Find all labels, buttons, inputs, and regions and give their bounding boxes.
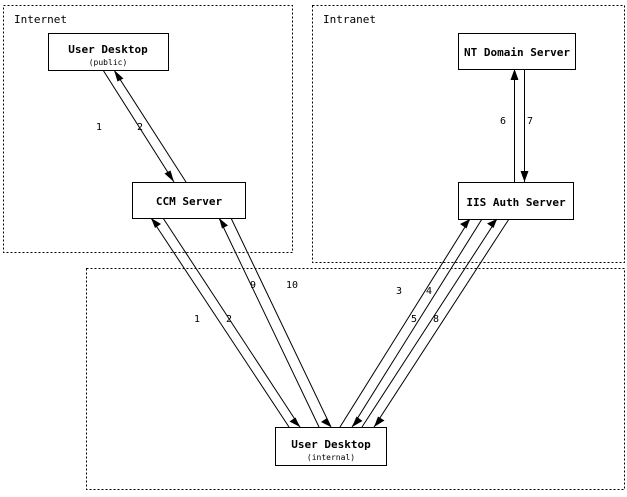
node-ccm-server[interactable]: CCM Server: [132, 182, 246, 219]
step-label-1-public: 1: [96, 122, 102, 133]
flow-line-10: [230, 217, 332, 428]
step-label-4: 4: [426, 286, 432, 297]
flow-arrow-8-iis-to-internal: [373, 218, 510, 428]
zone-internet-boundary: [3, 5, 293, 253]
node-nt-domain-server[interactable]: NT Domain Server: [458, 33, 576, 70]
node-ccm-server-title: CCM Server: [156, 195, 223, 208]
step-label-9: 9: [250, 280, 256, 291]
node-user-desktop-internal-box[interactable]: [275, 427, 387, 466]
node-user-desktop-internal-title: User Desktop: [291, 438, 371, 451]
flow-arrowhead-10: [321, 418, 331, 427]
flow-arrow-1b-internal-to-ccm: [150, 217, 290, 428]
flow-line-1b: [150, 217, 290, 428]
step-label-3: 3: [396, 286, 402, 297]
flow-line-5: [361, 218, 498, 428]
flow-arrow-2b-ccm-to-internal: [162, 217, 301, 428]
node-iis-auth-server-title: IIS Auth Server: [466, 196, 566, 209]
flow-arrowhead-9: [219, 218, 228, 229]
step-label-5: 5: [411, 314, 417, 325]
flow-arrowhead-2: [114, 70, 124, 82]
node-user-desktop-public[interactable]: User Desktop (public): [48, 33, 169, 71]
node-user-desktop-internal[interactable]: User Desktop (internal): [275, 427, 387, 466]
flow-arrowhead-1b: [151, 218, 161, 228]
step-label-2-public: 2: [137, 122, 143, 133]
node-iis-auth-server[interactable]: IIS Auth Server: [458, 182, 574, 220]
flow-arrow-1-public-to-ccm: [102, 69, 175, 183]
flow-arrowhead-1: [164, 170, 174, 182]
flow-line-8: [373, 218, 510, 428]
node-nt-domain-server-title: NT Domain Server: [464, 46, 570, 59]
step-label-2-internal: 2: [226, 314, 232, 325]
zone-internal: [86, 268, 625, 490]
step-label-8: 8: [433, 314, 439, 325]
node-ccm-server-box[interactable]: [132, 182, 246, 219]
step-label-6: 6: [500, 116, 506, 127]
flow-arrowhead-5: [487, 219, 497, 228]
flow-arrowhead-6: [510, 69, 519, 80]
flow-arrowhead-7: [520, 171, 529, 182]
flow-arrowhead-4: [352, 416, 363, 427]
flow-arrow-10-ccm-to-internal: [230, 217, 332, 428]
flow-arrowhead-3: [460, 219, 470, 229]
flow-arrow-3-internal-to-iis: [339, 218, 471, 428]
node-user-desktop-internal-subtitle: (internal): [307, 453, 355, 462]
flow-arrow-5-internal-to-iis: [361, 218, 498, 428]
flow-arrow-4-iis-to-internal: [351, 218, 483, 428]
flow-line-2: [113, 69, 187, 183]
flow-line-3: [339, 218, 471, 428]
step-label-1-internal: 1: [194, 314, 200, 325]
flow-arrow-7-nt-to-iis: [520, 69, 529, 182]
node-nt-domain-server-box[interactable]: [458, 33, 576, 70]
flow-line-4: [351, 218, 483, 428]
zone-internet-label: Internet: [14, 13, 67, 26]
flow-line-1: [102, 69, 175, 183]
flow-line-9: [218, 217, 320, 428]
flow-arrow-6-iis-to-nt: [510, 69, 519, 182]
flow-arrow-2-ccm-to-public: [113, 69, 187, 183]
zone-internal-boundary: [86, 268, 625, 490]
node-user-desktop-public-box[interactable]: [48, 33, 169, 71]
node-user-desktop-public-title: User Desktop: [68, 43, 148, 56]
flow-arrowhead-8: [374, 416, 385, 427]
flow-line-2b: [162, 217, 301, 428]
flow-arrow-9-internal-to-ccm: [218, 217, 320, 428]
step-label-7: 7: [527, 116, 533, 127]
node-user-desktop-public-subtitle: (public): [89, 58, 128, 67]
zone-intranet-label: Intranet: [323, 13, 376, 26]
node-iis-auth-server-box[interactable]: [458, 182, 574, 220]
zone-internet: Internet: [3, 5, 293, 253]
flow-arrowhead-2b: [289, 417, 300, 427]
step-label-10: 10: [286, 280, 298, 291]
